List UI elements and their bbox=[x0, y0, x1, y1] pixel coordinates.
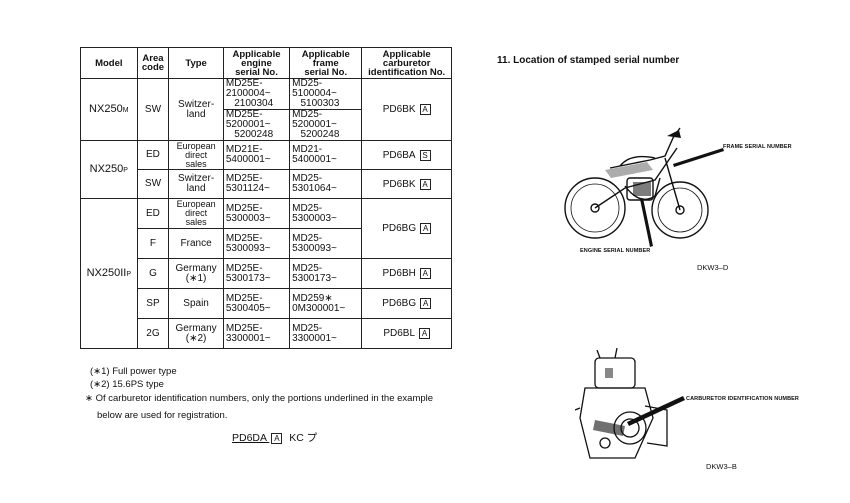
frame-serial: MD21-5400001~ bbox=[289, 140, 363, 170]
registration-note: ∗ Of carburetor identification numbers, … bbox=[85, 390, 485, 424]
carb-code-box: A bbox=[420, 298, 432, 309]
table-row: NX250M SW Switzer-land MD25E-2100004~ 21… bbox=[80, 78, 452, 141]
area-code: SW bbox=[136, 78, 170, 141]
area-code: 2G bbox=[136, 318, 170, 349]
engine-serial: MD25E-2100004~ 2100304 bbox=[222, 78, 291, 110]
registration-note-line1: ∗ Of carburetor identification numbers, … bbox=[85, 393, 434, 404]
frame-serial: MD259∗0M300001~ bbox=[289, 288, 363, 319]
type-cell: Switzer-land bbox=[168, 78, 224, 141]
carb-code-box: A bbox=[419, 268, 431, 279]
type-cell: Germany(∗1) bbox=[168, 258, 224, 289]
engine-serial: MD25E-5300405~ bbox=[222, 288, 291, 319]
carburetor-illustration bbox=[575, 348, 685, 459]
carb-code-box: A bbox=[419, 178, 431, 190]
motorcycle-illustration bbox=[564, 127, 724, 247]
area-code: SW bbox=[136, 169, 170, 199]
frame-serial: MD25-3300001~ bbox=[289, 318, 363, 349]
carb-code-box: A bbox=[420, 223, 432, 234]
figure-2-caption: DKW3–B bbox=[706, 462, 737, 471]
area-code: ED bbox=[136, 140, 170, 170]
table-row: G Germany(∗1) MD25E-5300173~ MD25-530017… bbox=[81, 258, 452, 289]
model-nx250iip: NX250IIP bbox=[80, 198, 138, 349]
frame-serial: MD25-5300173~ bbox=[289, 258, 363, 289]
frame-serial-label: FRAME SERIAL NUMBER bbox=[723, 144, 792, 150]
frame-serial: MD25-5300093~ bbox=[289, 228, 363, 259]
carburetor-id-label: CARBURETOR IDENTIFICATION NUMBER bbox=[686, 396, 799, 402]
figure-1-caption: DKW3–D bbox=[697, 263, 729, 272]
engine-serial: MD21E-5400001~ bbox=[222, 140, 291, 170]
table-row: SW Switzer-land MD25E-5301124~ MD25-5301… bbox=[81, 169, 452, 199]
engine-serial: MD25E-5301124~ bbox=[222, 169, 291, 199]
model-nx250p: NX250P bbox=[80, 140, 138, 199]
engine-serial: MD25E-5300093~ bbox=[222, 228, 291, 259]
example-underlined: PD6DA A bbox=[232, 432, 283, 444]
type-cell: Germany(∗2) bbox=[168, 318, 224, 349]
header-type: Type bbox=[168, 47, 224, 79]
table-row: 2G Germany(∗2) MD25E-3300001~ MD25-33000… bbox=[81, 318, 452, 349]
engine-serial: MD25E-3300001~ bbox=[222, 318, 291, 349]
section-heading: 11. Location of stamped serial number bbox=[497, 55, 680, 66]
table-row: F France MD25E-5300093~ MD25-5300093~ bbox=[81, 228, 452, 259]
table-row: SP Spain MD25E-5300405~ MD259∗0M300001~ … bbox=[81, 288, 452, 319]
type-cell: France bbox=[168, 228, 224, 259]
carb-code-box: A bbox=[419, 104, 431, 115]
engine-serial: MD25E-5300003~ bbox=[222, 198, 291, 229]
registration-note-line2: below are used for registration. bbox=[97, 410, 228, 421]
carb-code-box: A bbox=[419, 328, 431, 339]
example-rest: KC プ bbox=[289, 432, 318, 444]
footnote-2: (∗2) 15.6PS type bbox=[90, 379, 164, 390]
model-nx250m: NX250M bbox=[80, 78, 138, 141]
area-code: F bbox=[136, 228, 170, 259]
engine-serial-label: ENGINE SERIAL NUMBER bbox=[580, 248, 651, 254]
footnotes: (∗1) Full power type (∗2) 15.6PS type bbox=[90, 365, 177, 391]
table-row: MD25E-5200001~ 5200248 MD25-5200001~ 520… bbox=[81, 109, 452, 141]
footnote-1: (∗1) Full power type bbox=[90, 366, 177, 377]
type-cell: Spain bbox=[168, 288, 224, 319]
frame-serial: MD25-5100004~ 5100303 bbox=[289, 78, 363, 110]
area-code: SP bbox=[136, 288, 170, 319]
engine-serial: MD25E-5300173~ bbox=[222, 258, 291, 289]
frame-serial: MD25-5301064~ bbox=[289, 169, 363, 199]
area-code: ED bbox=[136, 198, 170, 229]
type-cell: Switzer-land bbox=[168, 169, 224, 199]
header-model: Model bbox=[80, 47, 138, 79]
frame-serial: MD25-5200001~ 5200248 bbox=[289, 109, 363, 141]
frame-serial: MD25-5300003~ bbox=[289, 198, 363, 229]
carb-code-box: S bbox=[419, 149, 431, 161]
area-code: G bbox=[136, 258, 170, 289]
example-code: PD6DA A KC プ bbox=[232, 430, 317, 445]
engine-serial: MD25E-5200001~ 5200248 bbox=[222, 109, 291, 141]
